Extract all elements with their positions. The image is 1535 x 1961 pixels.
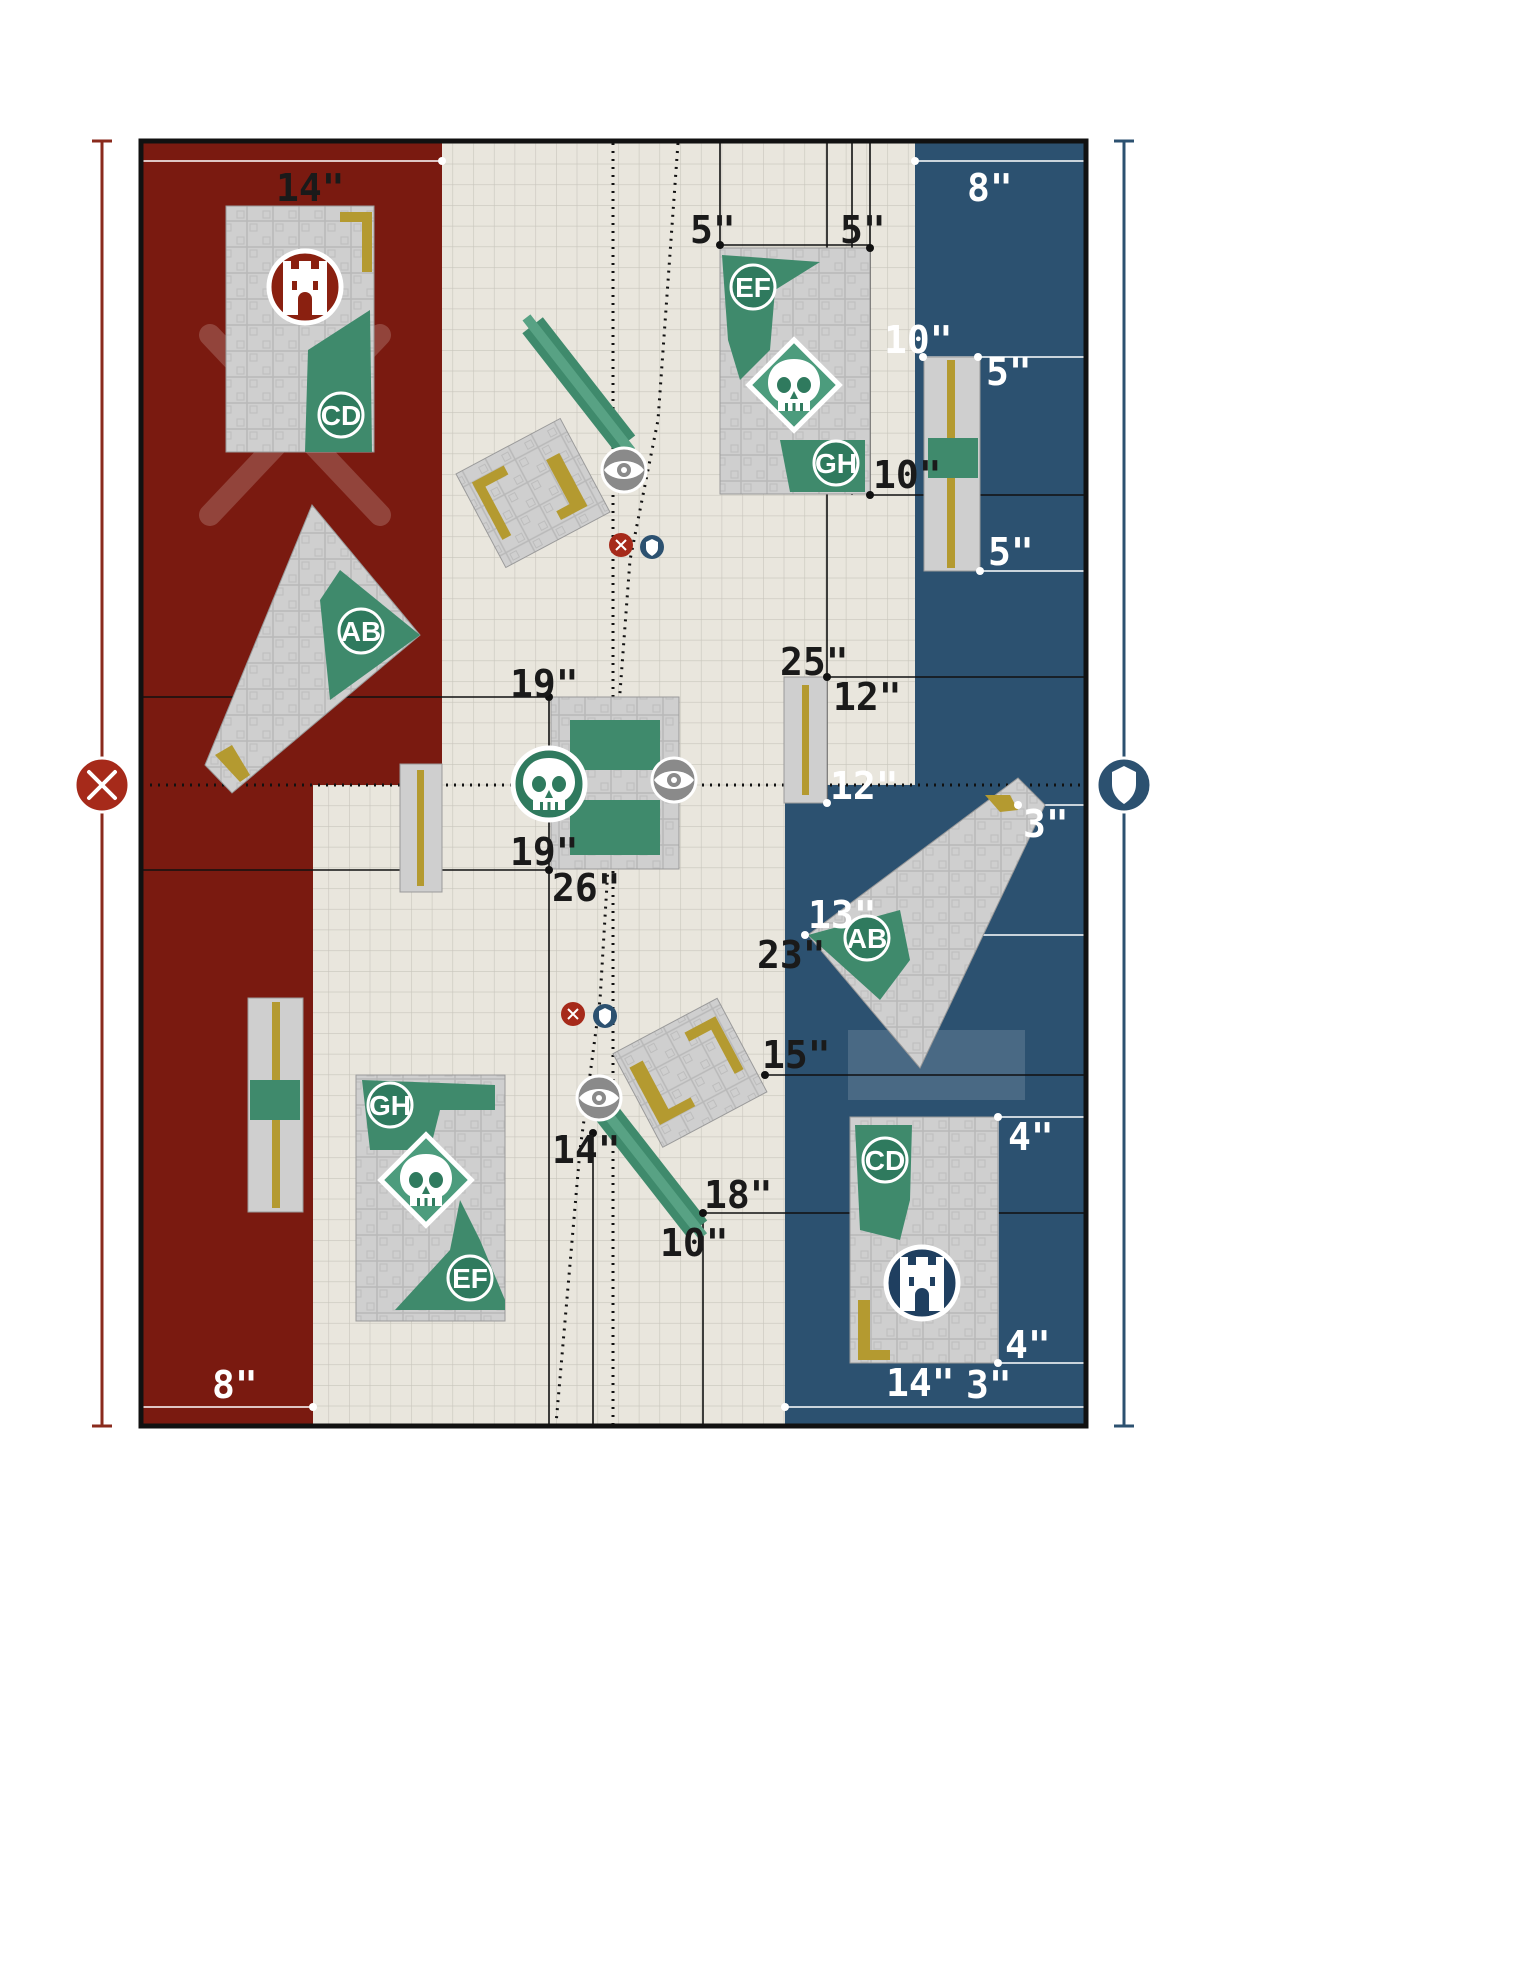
svg-text:EF: EF <box>735 272 771 303</box>
label-mid-right-top: 25" <box>780 640 849 684</box>
castle-icon <box>283 261 327 315</box>
label-gh-ef: 10" <box>873 453 942 497</box>
tag-ab-right: AB <box>843 914 891 962</box>
svg-text:CD: CD <box>865 1145 905 1176</box>
attacker-token-bottom <box>561 1002 585 1026</box>
wall-left-edge <box>247 997 304 1213</box>
label-br-4-top: 4" <box>1008 1115 1054 1159</box>
attacker-token-top <box>609 533 633 557</box>
label-red-bottom: 8" <box>212 1363 258 1407</box>
label-ef-left: 5" <box>690 208 736 252</box>
vision-marker-center <box>650 756 698 804</box>
svg-text:AB: AB <box>341 616 381 647</box>
label-br-14: 14" <box>886 1361 955 1405</box>
svg-text:GH: GH <box>369 1090 411 1121</box>
tag-gh-bottom: GH <box>366 1081 414 1129</box>
castle-icon <box>900 1257 944 1311</box>
label-lower-18: 18" <box>704 1173 773 1217</box>
tag-ef-top: EF <box>729 263 777 311</box>
crossed-swords-icon <box>87 770 117 800</box>
label-red-top: 14" <box>276 166 345 210</box>
label-right-tri-13: 13" <box>808 893 877 937</box>
defender-token-bottom <box>593 1004 617 1028</box>
wall-mid-left <box>399 763 443 893</box>
label-center-top: 19" <box>510 662 579 706</box>
svg-text:AB: AB <box>847 923 887 954</box>
measurement-dots-dark <box>545 241 874 1217</box>
wall-top-center <box>522 314 636 455</box>
defender-token-top <box>640 535 664 559</box>
ruin-top-center <box>455 417 611 569</box>
label-mid-right-b: 12" <box>830 764 899 808</box>
tag-gh-top: GH <box>812 439 860 487</box>
blue-fortress-marker <box>883 1244 961 1322</box>
label-ef-right: 5" <box>840 208 886 252</box>
tag-ab-left: AB <box>337 607 385 655</box>
label-wall-tr-bottom: 5" <box>988 530 1034 574</box>
wall-lower-center <box>594 1099 708 1240</box>
tag-cd-top: CD <box>317 391 365 439</box>
tag-ef-bottom: EF <box>446 1254 494 1302</box>
red-deployment-zone <box>142 143 442 1424</box>
vision-marker-top <box>600 446 648 494</box>
svg-text:GH: GH <box>815 448 857 479</box>
measurement-labels: 14" 8" 5" 5" 10" 5" 10" 5" 25" 12" 12" 1… <box>212 166 1069 1407</box>
objective-bottom-left <box>377 1131 475 1229</box>
label-wall-tr-left: 10" <box>884 318 953 362</box>
ruin-lower-center <box>612 997 768 1148</box>
svg-text:CD: CD <box>321 400 361 431</box>
svg-text:EF: EF <box>452 1263 488 1294</box>
label-lower-ruin-15: 15" <box>762 1033 831 1077</box>
label-br-3: 3" <box>966 1363 1012 1407</box>
wall-mid-right <box>783 676 828 804</box>
label-lower-10: 10" <box>660 1221 729 1265</box>
measurement-dots-light <box>309 157 1022 1411</box>
wall-right-edge <box>923 356 981 572</box>
red-fortress-marker <box>266 248 344 326</box>
label-wall-tr-top: 5" <box>986 350 1032 394</box>
objective-center <box>510 745 588 823</box>
label-blue-top: 8" <box>967 166 1013 210</box>
board-border <box>138 138 1089 1429</box>
label-center-bottom: 19" <box>510 830 579 874</box>
shield-icon <box>1112 766 1136 804</box>
label-center-26: 26" <box>552 866 621 910</box>
terrain-tags: EF GH CD AB AB GH EF CD <box>317 263 909 1302</box>
label-right-tri-23: 23" <box>757 933 826 977</box>
label-mid-right-a: 12" <box>833 675 902 719</box>
attacker-badge <box>73 756 131 814</box>
defender-badge <box>1095 756 1153 814</box>
tag-cd-bottom: CD <box>861 1136 909 1184</box>
objective-top-right <box>745 336 843 434</box>
label-lower-14: 14" <box>552 1128 621 1172</box>
vision-marker-bottom <box>575 1074 623 1122</box>
defender-watermark-icon <box>848 1030 1025 1100</box>
label-br-4-bottom: 4" <box>1005 1323 1051 1367</box>
label-right-tri-3: 3" <box>1023 802 1069 846</box>
